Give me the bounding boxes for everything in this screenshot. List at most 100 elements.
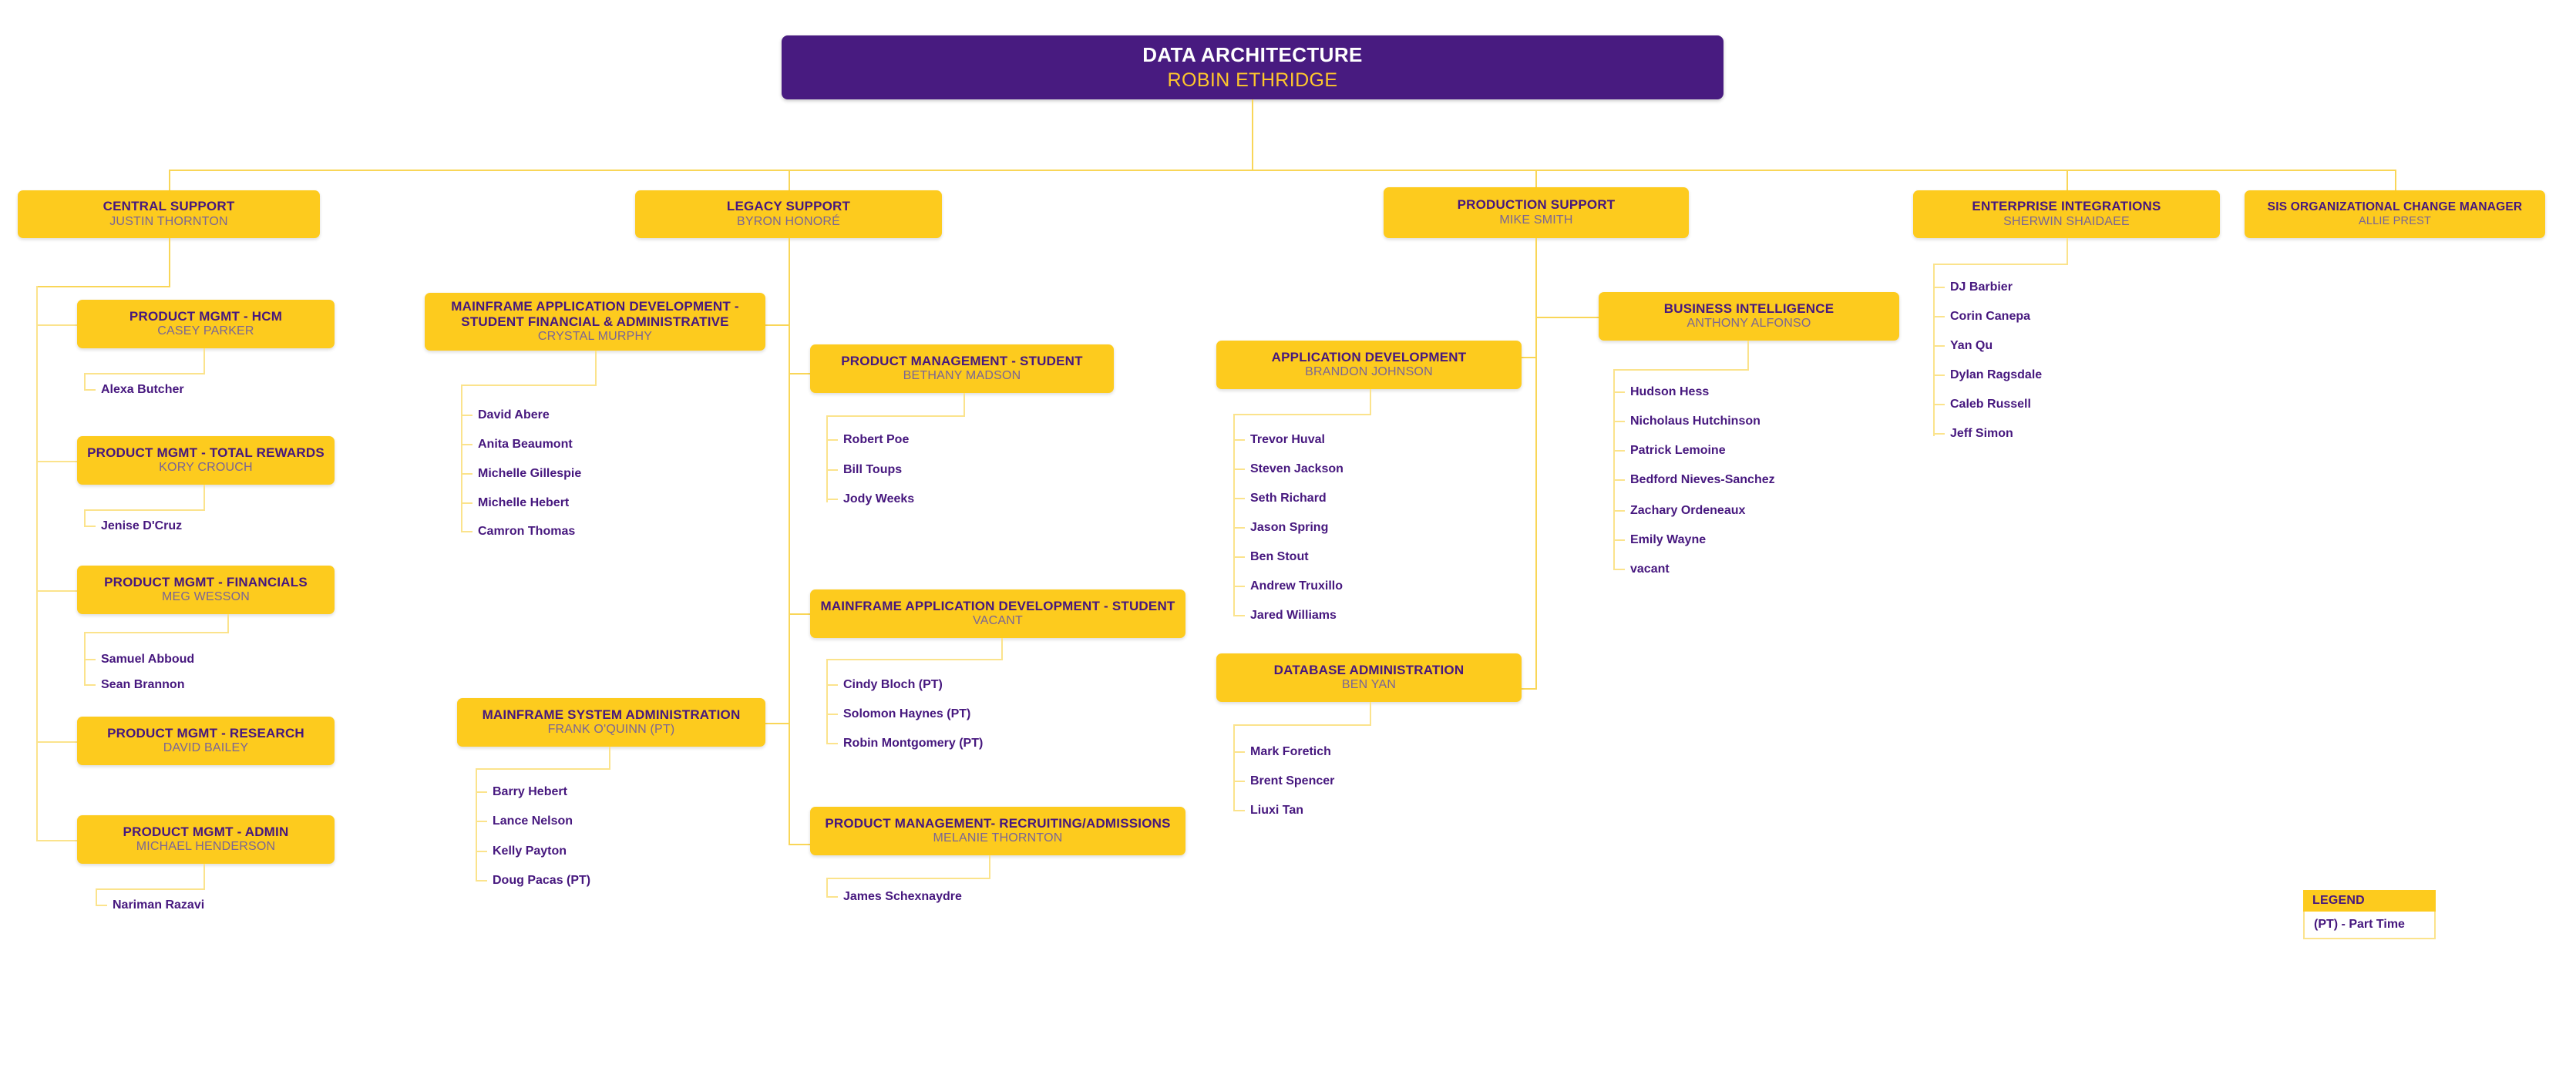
connector-bi-tick-3	[1613, 479, 1625, 481]
team-member[interactable]: Robert Poe	[843, 433, 910, 446]
connector-admin-tick-0	[96, 905, 107, 906]
team-member[interactable]: Bill Toups	[843, 463, 903, 476]
team-member[interactable]: Jason Spring	[1250, 521, 1329, 534]
team-member[interactable]: Nicholaus Hutchinson	[1630, 415, 1760, 428]
team-member[interactable]: Emily Wayne	[1630, 533, 1707, 546]
connector-hcm-rail	[84, 373, 86, 390]
team-box-product-management-recruiting-admissions[interactable]: PRODUCT MANAGEMENT- RECRUITING/ADMISSION…	[810, 807, 1185, 855]
team-member[interactable]: Doug Pacas (PT)	[493, 874, 591, 887]
connector-enterprise-turn	[1933, 264, 2068, 265]
team-member[interactable]: vacant	[1630, 563, 1670, 576]
division-box-enterprise-integrations[interactable]: ENTERPRISE INTEGRATIONS SHERWIN SHAIDAEE	[1913, 190, 2220, 238]
team-member[interactable]: Michelle Hebert	[478, 496, 570, 509]
team-member[interactable]: James Schexnaydre	[843, 890, 962, 903]
team-title: MAINFRAME APPLICATION DEVELOPMENT - STUD…	[451, 298, 739, 329]
team-title: APPLICATION DEVELOPMENT	[1271, 349, 1467, 364]
connector-dba-stem	[1370, 702, 1371, 725]
team-box-product-mgmt-hcm[interactable]: PRODUCT MGMT - HCM CASEY PARKER	[77, 300, 335, 348]
team-box-product-mgmt-financials[interactable]: PRODUCT MGMT - FINANCIALS MEG WESSON	[77, 566, 335, 614]
division-owner-name: BYRON HONORÉ	[737, 214, 840, 228]
division-box-sis-change-manager[interactable]: SIS ORGANIZATIONAL CHANGE MANAGER ALLIE …	[2245, 190, 2545, 238]
team-member[interactable]: Seth Richard	[1250, 492, 1327, 505]
team-title: PRODUCT MGMT - TOTAL REWARDS	[87, 445, 325, 460]
team-member[interactable]: Brent Spencer	[1250, 774, 1335, 788]
team-member[interactable]: Zachary Ordeneaux	[1630, 504, 1746, 517]
team-owner-name: BETHANY MADSON	[903, 369, 1021, 383]
team-box-database-administration[interactable]: DATABASE ADMINISTRATION BEN YAN	[1216, 653, 1522, 702]
team-member[interactable]: Anita Beaumont	[478, 438, 573, 451]
connector-mfadsfa-tick-4	[461, 531, 472, 532]
team-member[interactable]: Cindy Bloch (PT)	[843, 678, 943, 691]
connector-pmstudent-stem	[963, 393, 965, 416]
team-owner-name: CRYSTAL MURPHY	[537, 330, 653, 344]
team-member[interactable]: Jenise D'Cruz	[101, 519, 183, 532]
connector-total-rewards-stem	[203, 485, 205, 510]
team-member[interactable]: Ben Stout	[1250, 550, 1309, 563]
connector-hcm-turn	[84, 373, 205, 374]
connector-pmstudent-tick-0	[826, 439, 838, 441]
team-member[interactable]: Sean Brannon	[101, 678, 185, 691]
team-box-mainframe-system-administration[interactable]: MAINFRAME SYSTEM ADMINISTRATION FRANK O'…	[457, 698, 765, 747]
team-box-product-mgmt-total-rewards[interactable]: PRODUCT MGMT - TOTAL REWARDS KORY CROUCH	[77, 436, 335, 485]
connector-pmstudent-tick-2	[826, 499, 838, 500]
team-member[interactable]: Lance Nelson	[493, 814, 573, 828]
connector-drop-central-support	[169, 170, 170, 190]
team-member[interactable]: Michelle Gillespie	[478, 467, 582, 480]
team-member[interactable]: Camron Thomas	[478, 525, 576, 538]
division-member[interactable]: Dylan Ragsdale	[1950, 368, 2043, 381]
team-member[interactable]: Liuxi Tan	[1250, 804, 1304, 817]
team-member[interactable]: Nariman Razavi	[113, 898, 205, 912]
team-member[interactable]: Steven Jackson	[1250, 462, 1343, 475]
team-box-product-management-student[interactable]: PRODUCT MANAGEMENT - STUDENT BETHANY MAD…	[810, 344, 1114, 393]
division-member[interactable]: Corin Canepa	[1950, 310, 2031, 323]
team-box-product-mgmt-admin[interactable]: PRODUCT MGMT - ADMIN MICHAEL HENDERSON	[77, 815, 335, 864]
connector-bi-tick-1	[1613, 421, 1625, 422]
connector-dba-tick-0	[1233, 751, 1245, 753]
team-owner-name: DAVID BAILEY	[163, 741, 249, 755]
team-member[interactable]: Solomon Haynes (PT)	[843, 707, 971, 720]
connector-appdev-tick-4	[1233, 556, 1245, 558]
team-member[interactable]: Bedford Nieves-Sanchez	[1630, 473, 1775, 486]
connector-mfadsfa-stem	[595, 351, 597, 385]
division-member[interactable]: Jeff Simon	[1950, 427, 2013, 440]
team-box-mainframe-app-dev-student[interactable]: MAINFRAME APPLICATION DEVELOPMENT - STUD…	[810, 589, 1185, 638]
team-title: MAINFRAME SYSTEM ADMINISTRATION	[482, 707, 741, 722]
team-box-application-development[interactable]: APPLICATION DEVELOPMENT BRANDON JOHNSON	[1216, 341, 1522, 389]
division-box-production-support[interactable]: PRODUCTION SUPPORT MIKE SMITH	[1384, 187, 1689, 238]
team-member[interactable]: Trevor Huval	[1250, 433, 1325, 446]
team-member[interactable]: Mark Foretich	[1250, 745, 1331, 758]
connector-mfadsfa-rail	[461, 385, 462, 531]
team-member[interactable]: Alexa Butcher	[101, 383, 184, 396]
connector-mfadstudent-stem	[1001, 638, 1003, 660]
team-member[interactable]: Barry Hebert	[493, 785, 567, 798]
team-member[interactable]: Andrew Truxillo	[1250, 579, 1343, 593]
team-box-mainframe-app-dev-student-financial[interactable]: MAINFRAME APPLICATION DEVELOPMENT - STUD…	[425, 293, 765, 351]
division-member[interactable]: DJ Barbier	[1950, 280, 2013, 294]
legend-entry-part-time: (PT) - Part Time	[2303, 912, 2436, 939]
root-node-data-architecture[interactable]: DATA ARCHITECTURE ROBIN ETHRIDGE	[782, 35, 1723, 99]
connector-enterprise-rail	[1933, 264, 1935, 436]
connector-appdev-tick-5	[1233, 586, 1245, 587]
division-member[interactable]: Yan Qu	[1950, 339, 1993, 352]
team-box-product-mgmt-research[interactable]: PRODUCT MGMT - RESEARCH DAVID BAILEY	[77, 717, 335, 765]
team-member[interactable]: Hudson Hess	[1630, 385, 1710, 398]
team-member[interactable]: David Abere	[478, 408, 550, 421]
team-title: MAINFRAME APPLICATION DEVELOPMENT - STUD…	[820, 598, 1175, 613]
division-member[interactable]: Caleb Russell	[1950, 398, 2031, 411]
connector-dba-turn	[1233, 724, 1371, 726]
team-member[interactable]: Jody Weeks	[843, 492, 915, 505]
connector-drop-legacy-support	[789, 170, 790, 190]
connector-appdev-stem	[1370, 389, 1371, 415]
connector-bi-tick-4	[1613, 510, 1625, 512]
division-box-legacy-support[interactable]: LEGACY SUPPORT BYRON HONORÉ	[635, 190, 942, 238]
division-box-central-support[interactable]: CENTRAL SUPPORT JUSTIN THORNTON	[18, 190, 320, 238]
connector-mfadstudent-tick-1	[826, 714, 838, 715]
team-box-business-intelligence[interactable]: BUSINESS INTELLIGENCE ANTHONY ALFONSO	[1599, 292, 1899, 341]
team-member[interactable]: Patrick Lemoine	[1630, 444, 1726, 457]
team-member[interactable]: Robin Montgomery (PT)	[843, 737, 984, 750]
team-title: PRODUCT MGMT - RESEARCH	[107, 725, 304, 740]
team-member[interactable]: Kelly Payton	[493, 845, 567, 858]
team-member[interactable]: Jared Williams	[1250, 609, 1337, 622]
team-member[interactable]: Samuel Abboud	[101, 653, 195, 666]
